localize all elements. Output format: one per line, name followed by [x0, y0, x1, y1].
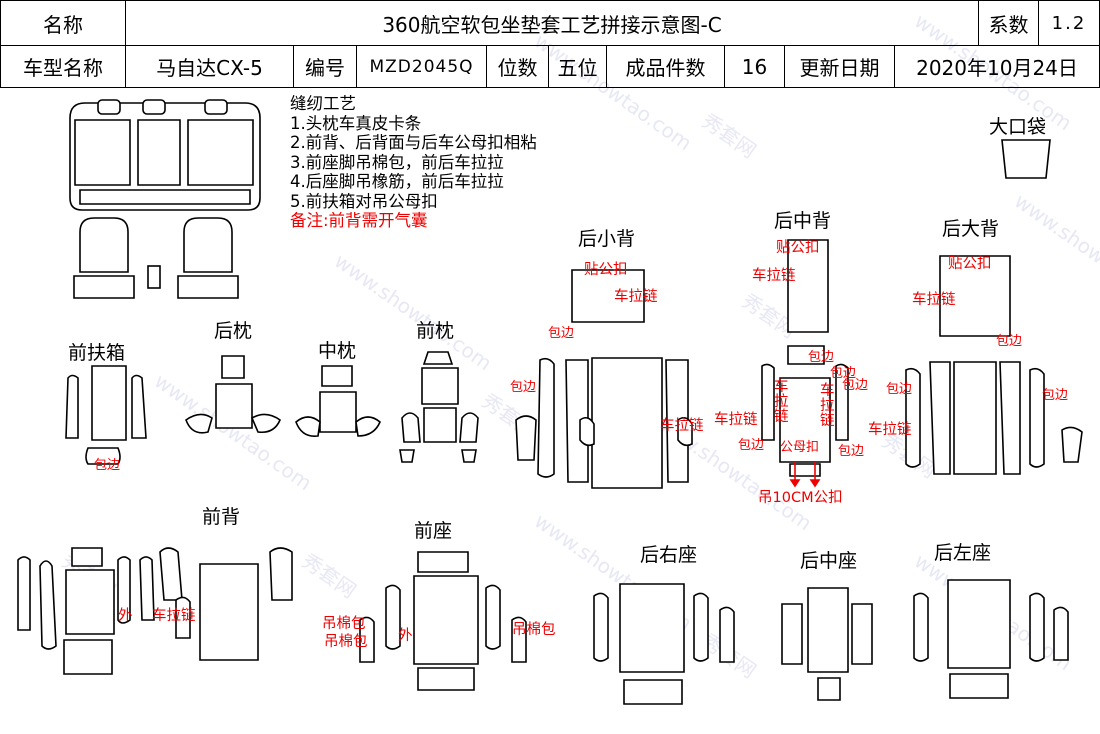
model-value: 马自达CX-5	[126, 45, 294, 88]
rear-large-back-parts	[905, 255, 1083, 475]
rear-small-back-parts	[515, 269, 693, 489]
name-label: 名称	[1, 1, 126, 45]
overview-front-seats	[73, 217, 239, 299]
update-label: 更新日期	[785, 45, 895, 88]
zipper-note: 车拉链	[714, 412, 758, 428]
notes-item: 5.前扶箱对吊公母扣	[290, 191, 438, 211]
big-pocket-shape	[1001, 139, 1051, 179]
zipper-vertical-note: 车拉链	[820, 383, 835, 429]
snap-pair-note: 公母扣	[780, 440, 820, 455]
hang-10cm-note: 吊10CM公扣	[758, 490, 843, 506]
outer-note: 外	[118, 608, 133, 624]
sewing-notes: 缝纫工艺 1.头枕车真皮卡条 2.前背、后背面与后车公母扣相粘 3.前座脚吊棉包…	[290, 94, 537, 231]
edge-binding-note: 包边	[1042, 388, 1069, 403]
paste-snap-note: 贴公扣	[948, 256, 992, 272]
rear-left-seat-label: 后左座	[934, 542, 992, 564]
model-label: 车型名称	[1, 45, 126, 88]
notes-title: 缝纫工艺	[290, 94, 356, 113]
rear-right-seat-label: 后右座	[640, 544, 698, 566]
hang-cotton-note: 吊棉包	[322, 616, 366, 632]
front-armrest-label: 前扶箱	[68, 342, 126, 364]
hang-arrows	[789, 462, 821, 488]
seats-label: 位数	[487, 45, 549, 88]
edge-binding-note: 包边	[838, 444, 865, 459]
edge-binding-note: 包边	[830, 366, 857, 381]
edge-binding-note: 包边	[886, 382, 913, 397]
rear-middle-back-parts	[761, 239, 849, 477]
seats-value: 五位	[549, 45, 607, 88]
rear-right-seat-parts	[593, 583, 735, 705]
notes-item: 3.前座脚吊棉包，前后车拉拉	[290, 152, 504, 172]
code-label: 编号	[294, 45, 357, 88]
big-pocket-label: 大口袋	[989, 116, 1047, 138]
edge-binding-note: 包边	[548, 326, 575, 341]
middle-headrest-label: 中枕	[318, 340, 357, 362]
rear-middle-seat-label: 后中座	[800, 550, 858, 572]
rear-headrest-label: 后枕	[214, 320, 253, 342]
hang-cotton-note: 吊棉包	[324, 634, 368, 650]
update-value: 2020年10月24日	[916, 56, 1078, 80]
rear-headrest-parts	[185, 355, 281, 434]
pieces-label: 成品件数	[607, 45, 725, 88]
zipper-note: 车拉链	[752, 268, 796, 284]
diagram-title: 360航空软包坐垫套工艺拼接示意图-C	[126, 1, 979, 45]
rear-large-back-label: 后大背	[942, 218, 1000, 240]
edge-binding-note: 包边	[94, 458, 121, 473]
edge-binding-note: 包边	[510, 380, 537, 395]
coef-label: 系数	[979, 1, 1039, 45]
overview-rear-seat	[69, 99, 261, 211]
notes-item: 2.前背、后背面与后车公母扣相粘	[290, 133, 537, 152]
front-armrest-parts	[65, 365, 147, 465]
outer-note: 外	[398, 628, 413, 644]
rear-left-seat-parts	[913, 579, 1069, 699]
notes-item: 1.头枕车真皮卡条	[290, 113, 422, 133]
front-headrest-label: 前枕	[416, 320, 455, 342]
header-table: 名称 360航空软包坐垫套工艺拼接示意图-C 系数 1.2 车型名称 马自达CX…	[0, 0, 1100, 88]
paste-snap-note: 贴公扣	[776, 240, 820, 256]
edge-binding-note: 包边	[842, 378, 869, 393]
hang-cotton-note: 吊棉包	[512, 622, 556, 638]
edge-binding-note: 包边	[808, 350, 835, 365]
notes-remark: 备注:前背需开气囊	[290, 211, 428, 230]
edge-binding-note: 包边	[996, 334, 1023, 349]
rear-middle-back-label: 后中背	[774, 210, 832, 232]
zipper-vertical-note: 车拉链	[774, 379, 789, 425]
zipper-note: 车拉链	[660, 418, 704, 434]
coef-value: 1.2	[1051, 12, 1087, 34]
zipper-note: 车拉链	[912, 292, 956, 308]
rear-small-back-label: 后小背	[578, 228, 636, 250]
front-back-parts	[17, 547, 293, 675]
middle-headrest-parts	[295, 365, 381, 438]
front-seat-parts	[359, 551, 527, 691]
edge-binding-note: 包边	[738, 438, 765, 453]
notes-item: 4.后座脚吊橡筋，前后车拉拉	[290, 172, 504, 191]
code-value: MZD2045Q	[357, 45, 487, 88]
front-back-label: 前背	[202, 506, 241, 528]
pieces-value: 16	[725, 45, 785, 88]
rear-middle-seat-parts	[781, 587, 873, 701]
zipper-note: 车拉链	[152, 608, 196, 624]
zipper-note: 车拉链	[868, 422, 912, 438]
paste-snap-note: 贴公扣	[584, 262, 628, 278]
zipper-note: 车拉链	[614, 289, 658, 305]
front-headrest-parts	[399, 351, 479, 463]
front-seat-label: 前座	[414, 520, 453, 542]
